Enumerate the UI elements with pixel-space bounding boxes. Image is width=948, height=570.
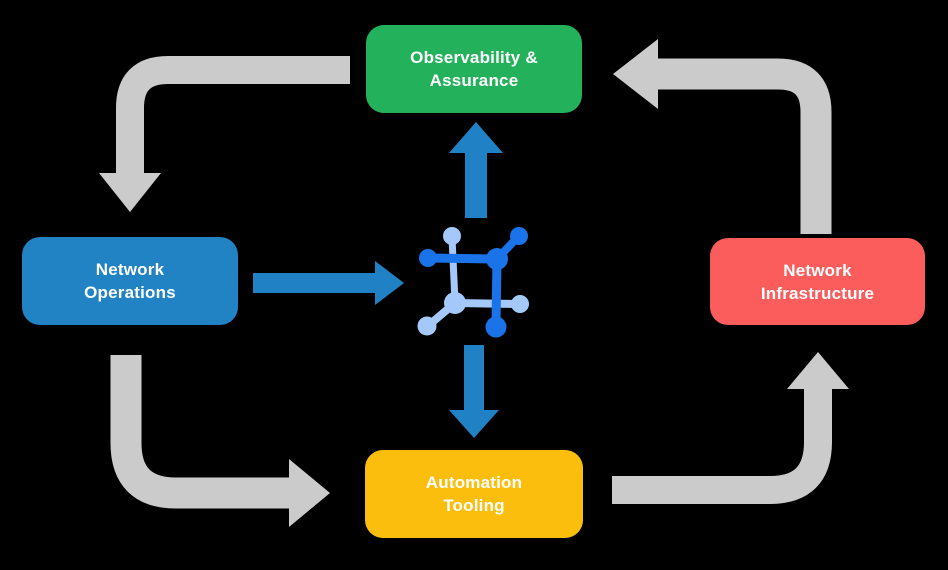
arrow-operations-to-automation: [110, 355, 330, 527]
network-mesh-icon-light-nodes: [417, 227, 529, 336]
node-label-line: Tooling: [443, 496, 505, 515]
network-mesh-icon-dark-nodes: [419, 227, 528, 338]
node-label-line: Operations: [84, 283, 176, 302]
network-mesh-icon: [417, 227, 529, 338]
node-network-operations: Network Operations: [22, 237, 238, 325]
node-label-line: Assurance: [429, 71, 519, 90]
node-label-line: Infrastructure: [760, 283, 875, 303]
node-label-line: Network: [95, 260, 165, 279]
node-automation-tooling: Automation Tooling: [365, 450, 583, 538]
node-observability-assurance: Observability & Assurance: [366, 25, 582, 113]
arrow-observability-to-operations: [99, 56, 350, 212]
node-label-line: Observability &: [410, 48, 538, 67]
arrow-automation-to-infrastructure: [612, 352, 849, 504]
node-label-line: Network: [783, 260, 852, 280]
node-network-infrastructure: Network Infrastructure: [710, 238, 925, 325]
arrow-operations-to-icon: [253, 261, 404, 305]
arrow-icon-to-automation: [449, 345, 499, 438]
arrow-icon-to-observability: [449, 122, 503, 218]
arrow-infrastructure-to-observability: [613, 39, 832, 234]
node-label-line: Automation: [425, 473, 523, 492]
